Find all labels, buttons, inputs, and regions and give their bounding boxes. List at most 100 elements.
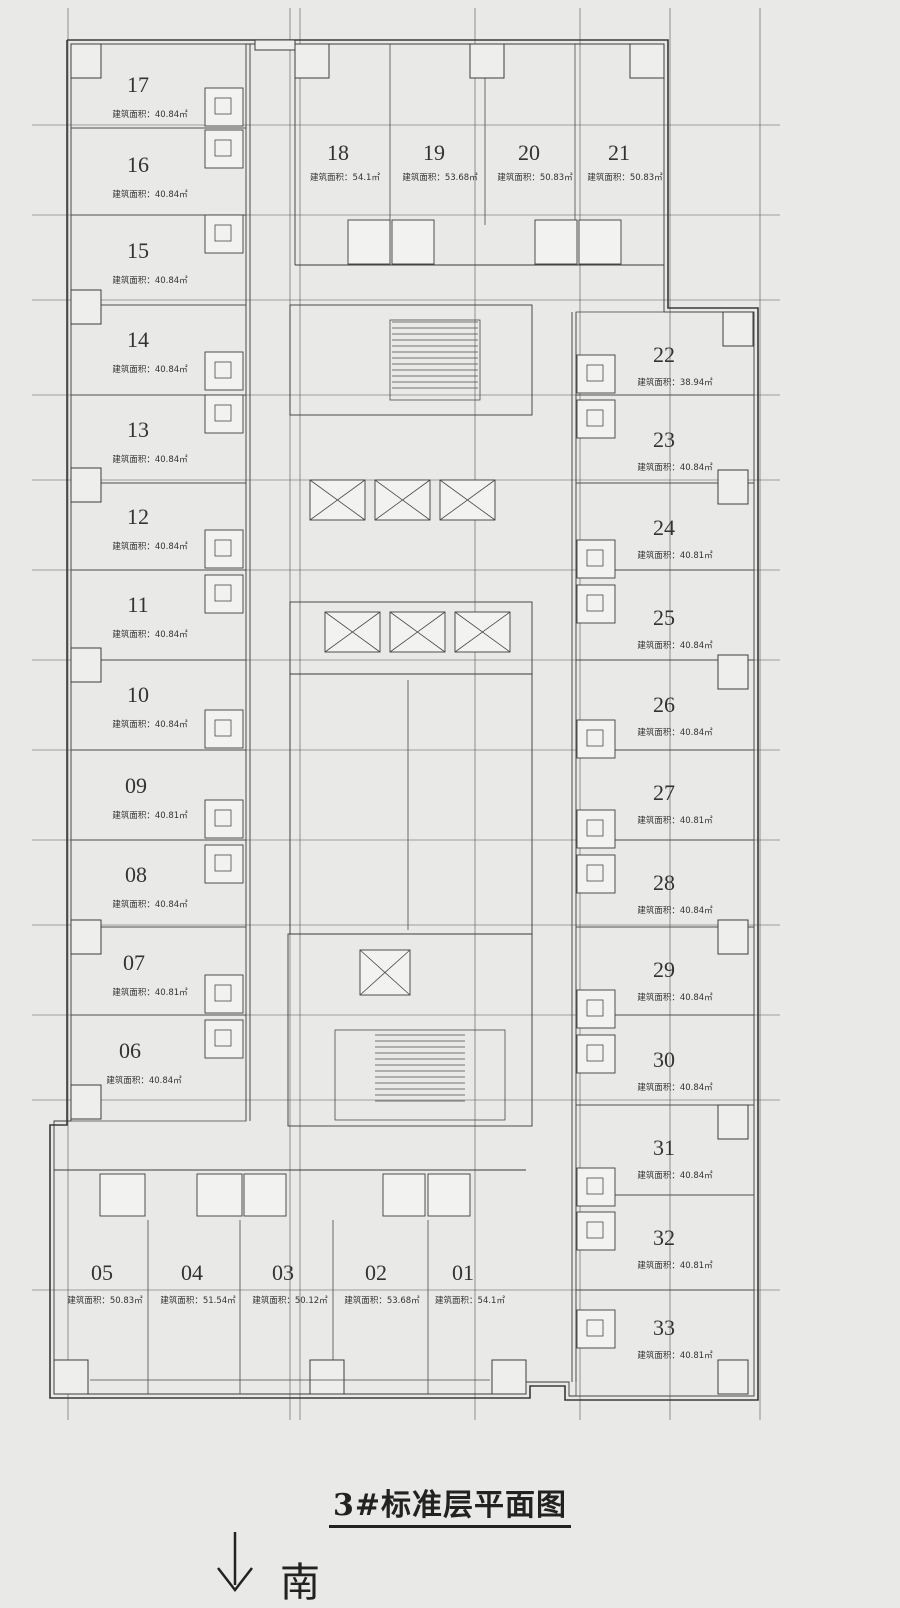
toilet-fixture xyxy=(204,974,244,1014)
left-wing xyxy=(245,44,251,1121)
room-area-05: 建筑面积：50.83㎡ xyxy=(67,1295,143,1306)
room-area-11: 建筑面积：40.84㎡ xyxy=(112,629,188,640)
room-number-09: 09 xyxy=(125,773,147,798)
toilet-bowl xyxy=(586,1177,604,1195)
toilet-fixture xyxy=(204,709,244,749)
room-number-04: 04 xyxy=(181,1260,203,1285)
room-number-16: 16 xyxy=(127,152,149,177)
room-number-15: 15 xyxy=(127,238,149,263)
room-number-22: 22 xyxy=(653,342,675,367)
toilet-fixture xyxy=(576,854,616,894)
toilet-bowl xyxy=(586,594,604,612)
toilet-bowl xyxy=(586,1319,604,1337)
room-area-04: 建筑面积：51.54㎡ xyxy=(160,1295,236,1306)
room-area-12: 建筑面积：40.84㎡ xyxy=(112,541,188,552)
room-labels: 17 建筑面积：40.84㎡ 16 建筑面积：40.84㎡ 15 建筑面积：40.84㎡ 1… xyxy=(67,72,713,1361)
room-area-19: 建筑面积：53.68㎡ xyxy=(402,172,478,183)
room-area-23: 建筑面积：40.84㎡ xyxy=(637,462,713,473)
room-number-13: 13 xyxy=(127,417,149,442)
unit-room xyxy=(70,1014,247,1122)
core-area xyxy=(287,304,533,1127)
toilet-bowl xyxy=(214,539,232,557)
room-area-13: 建筑面积：40.84㎡ xyxy=(112,454,188,465)
room-number-20: 20 xyxy=(518,140,540,165)
structural-column xyxy=(70,43,102,79)
toilet-fixture xyxy=(576,584,616,624)
room-area-32: 建筑面积：40.81㎡ xyxy=(637,1260,713,1271)
room-area-30: 建筑面积：40.84㎡ xyxy=(637,1082,713,1093)
room-number-32: 32 xyxy=(653,1225,675,1250)
room-area-01: 建筑面积：54.1㎡ xyxy=(435,1295,505,1306)
toilet-bowl xyxy=(586,864,604,882)
toilet-fixture xyxy=(204,351,244,391)
toilet-fixture xyxy=(576,539,616,579)
toilet-bowl xyxy=(214,361,232,379)
toilet-bowl xyxy=(214,1029,232,1047)
structural-column xyxy=(717,1359,749,1395)
right-wing xyxy=(571,312,577,1382)
room-area-26: 建筑面积：40.84㎡ xyxy=(637,727,713,738)
room-area-15: 建筑面积：40.84㎡ xyxy=(112,275,188,286)
room-area-29: 建筑面积：40.84㎡ xyxy=(637,992,713,1003)
rooms xyxy=(70,43,755,1397)
toilet-fixture xyxy=(576,1211,616,1251)
room-number-02: 02 xyxy=(365,1260,387,1285)
toilet-fixture xyxy=(576,1034,616,1074)
toilet-fixture xyxy=(204,87,244,127)
toilet-bowl xyxy=(586,364,604,382)
room-number-26: 26 xyxy=(653,692,675,717)
room-area-33: 建筑面积：40.81㎡ xyxy=(637,1350,713,1361)
toilet-fixture xyxy=(204,844,244,884)
down-arrow-icon xyxy=(217,1532,253,1593)
structural-column xyxy=(717,919,749,955)
toilet-bowl xyxy=(586,1221,604,1239)
toilet-fixture xyxy=(204,1019,244,1059)
room-number-12: 12 xyxy=(127,504,149,529)
room-area-21: 建筑面积：50.83㎡ xyxy=(587,172,663,183)
room-number-17: 17 xyxy=(127,72,149,97)
room-number-06: 06 xyxy=(119,1038,141,1063)
toilet-bowl xyxy=(214,224,232,242)
toilet-bowl xyxy=(214,97,232,115)
room-area-22: 建筑面积：38.94㎡ xyxy=(637,377,713,388)
room-number-01: 01 xyxy=(452,1260,474,1285)
room-area-02: 建筑面积：53.68㎡ xyxy=(344,1295,420,1306)
room-number-19: 19 xyxy=(423,140,445,165)
room-number-31: 31 xyxy=(653,1135,675,1160)
unit-room xyxy=(575,1289,755,1397)
toilet-fixture xyxy=(576,1309,616,1349)
structural-column xyxy=(717,654,749,690)
room-number-11: 11 xyxy=(127,592,148,617)
room-number-14: 14 xyxy=(127,327,149,352)
room-number-33: 33 xyxy=(653,1315,675,1340)
structural-column xyxy=(717,1104,749,1140)
toilet-fixture xyxy=(204,574,244,614)
toilet-fixture xyxy=(576,809,616,849)
toilet-fixture xyxy=(576,1167,616,1207)
structural-column xyxy=(717,469,749,505)
room-area-10: 建筑面积：40.84㎡ xyxy=(112,719,188,730)
toilet-bowl xyxy=(214,719,232,737)
structural-column xyxy=(70,1084,102,1120)
room-number-03: 03 xyxy=(272,1260,294,1285)
room-number-30: 30 xyxy=(653,1047,675,1072)
structural-column xyxy=(70,919,102,955)
room-number-07: 07 xyxy=(123,950,145,975)
toilet-fixture xyxy=(576,719,616,759)
room-number-28: 28 xyxy=(653,870,675,895)
room-number-29: 29 xyxy=(653,957,675,982)
room-area-18: 建筑面积：54.1㎡ xyxy=(310,172,380,183)
toilet-bowl xyxy=(586,999,604,1017)
room-area-31: 建筑面积：40.84㎡ xyxy=(637,1170,713,1181)
room-number-27: 27 xyxy=(653,780,675,805)
room-number-23: 23 xyxy=(653,427,675,452)
plan-title-text: 3#标准层平面图 xyxy=(328,1488,571,1528)
room-number-24: 24 xyxy=(653,515,675,540)
bottom-wing xyxy=(53,1169,527,1395)
room-area-07: 建筑面积：40.81㎡ xyxy=(112,987,188,998)
toilet-bowl xyxy=(214,854,232,872)
room-area-17: 建筑面积：40.84㎡ xyxy=(112,109,188,120)
room-area-06: 建筑面积：40.84㎡ xyxy=(106,1075,182,1086)
structural-column xyxy=(70,289,102,325)
